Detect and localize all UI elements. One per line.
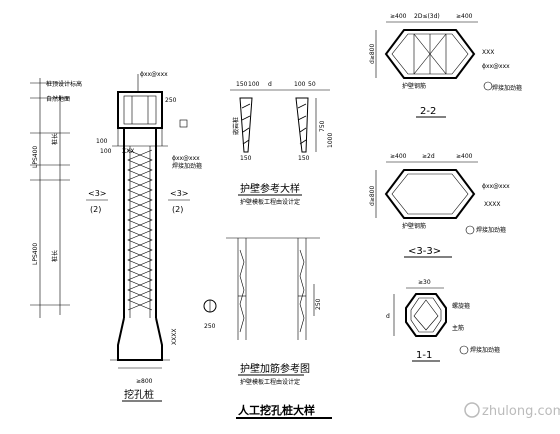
dim-100-a: 100: [96, 138, 108, 145]
pile-top-bar: ϕxx@xxx: [140, 71, 168, 78]
cap-dim-250: 250: [165, 97, 177, 104]
main-title: 人工挖孔桩大样: [238, 403, 315, 417]
s33-label: <3-3>: [408, 246, 441, 257]
s11-left-dim: d: [386, 313, 390, 320]
wall-detail: 150 100 d 100 50 嵌岩桩 750 1000 150 150 护壁…: [230, 81, 334, 206]
wall-dim-150: 150: [236, 81, 248, 88]
s33-dim-2: ≥2d: [422, 153, 435, 160]
wall-dim-750: 750: [319, 120, 326, 132]
wall-detail-note: 护壁模板工程由设计定: [240, 198, 300, 206]
dim-left-3: 桩长: [51, 133, 59, 145]
wall-dim-1000: 1000: [327, 133, 334, 148]
s11-label: 1-1: [416, 350, 432, 361]
wall-rebar-note: 护壁模板工程由设计定: [240, 378, 300, 386]
label-pile-top: 桩顶设计标高: [46, 80, 82, 88]
rebar-dim-250: 250: [315, 298, 322, 310]
s22-right-c: 焊接加劲箍: [492, 84, 522, 92]
wall-rebar-title: 护壁加筋参考图: [240, 362, 310, 375]
wall-dim-d: d: [268, 81, 272, 88]
section-2-2: ≥400 2D≤(3d) ≥400 d≥800 XXX ϕxx@xxx 焊接加劲…: [369, 13, 522, 118]
s11-label-b: 主筋: [452, 324, 464, 332]
dim-right-xxxx: XXXX: [171, 329, 178, 345]
pile-stirrup: ϕxx@xxx: [172, 155, 200, 162]
wall-mid-label: 嵌岩桩: [232, 117, 240, 135]
s33-inner: 护壁钢筋: [402, 222, 426, 230]
wall-detail-title: 护壁参考大样: [240, 182, 300, 195]
wall-dim-100b: 100: [294, 81, 306, 88]
s11-label-c: 焊接加劲箍: [470, 346, 500, 354]
wall-rebar: 250 250 护壁加筋参考图 护壁模板工程由设计定: [203, 237, 322, 386]
pile-elevation: 桩顶设计标高 自然地面 LPS400 LPS400 桩长 桩长 ϕxx@xxx …: [30, 71, 202, 402]
label-ground: 自然地面: [46, 95, 70, 103]
s33-right-a: ϕxx@xxx: [482, 183, 510, 190]
s22-left-dim: d≥800: [369, 44, 376, 64]
dim-left-1: LPS400: [32, 146, 39, 168]
s22-right-a: XXX: [482, 49, 494, 56]
watermark-logo-icon: [464, 402, 480, 418]
s22-label: 2-2: [420, 106, 436, 117]
s33-right-c: 焊接加劲箍: [476, 226, 506, 234]
s22-dim-2: 2D≤(3d): [414, 13, 440, 20]
watermark: zhulong.com: [482, 404, 560, 419]
s22-dim-1: ≥400: [390, 13, 407, 20]
s22-inner: 护壁钢筋: [402, 82, 426, 90]
s22-right-b: ϕxx@xxx: [482, 63, 510, 70]
wall-dim-100a: 100: [248, 81, 260, 88]
section-1-1: ≥30 d 螺旋箍 主筋 焊接加劲箍 1-1: [386, 279, 500, 362]
dim-left-4: 桩长: [51, 250, 59, 262]
s33-left-dim: d≥800: [369, 186, 376, 206]
cut3-left: <3>: [88, 189, 107, 198]
rebar-circle-250: 250: [204, 323, 216, 330]
s33-dim-3: ≥400: [456, 153, 473, 160]
s11-label-a: 螺旋箍: [452, 302, 470, 310]
cut2-right: (2): [172, 205, 183, 214]
dim-bottom-800: ≥800: [136, 378, 153, 385]
cut3-right: <3>: [170, 189, 189, 198]
pile-stirrup-weld: 焊接加劲箍: [172, 162, 202, 170]
s33-dim-1: ≥400: [390, 153, 407, 160]
cut2-left: (2): [90, 205, 101, 214]
wall-dim-150-br: 150: [298, 155, 310, 162]
dim-100-b: 100: [100, 148, 112, 155]
wall-dim-50: 50: [308, 81, 316, 88]
dim-left-2: LPS400: [32, 243, 39, 265]
s33-right-b: XXXX: [484, 201, 500, 208]
label-xxx: XXX: [122, 148, 134, 155]
wall-dim-150-bl: 150: [240, 155, 252, 162]
s22-dim-3: ≥400: [456, 13, 473, 20]
pile-title: 挖孔桩: [124, 388, 154, 401]
section-3-3: ≥400 ≥2d ≥400 d≥800 ϕxx@xxx XXXX 焊接加劲箍 护…: [369, 153, 510, 258]
s11-top-dim: ≥30: [418, 279, 431, 286]
